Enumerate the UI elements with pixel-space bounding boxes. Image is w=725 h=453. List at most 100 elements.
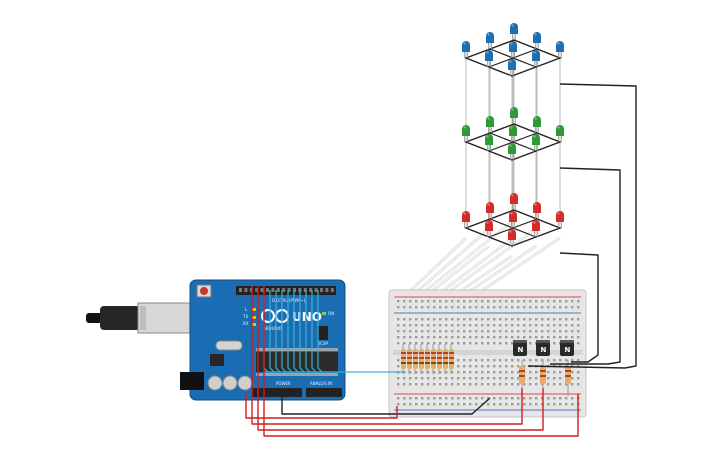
led[interactable] bbox=[508, 229, 516, 246]
breadboard-hole[interactable] bbox=[457, 300, 460, 303]
breadboard-hole[interactable] bbox=[535, 318, 538, 321]
resistor[interactable] bbox=[437, 344, 442, 374]
breadboard-hole[interactable] bbox=[505, 318, 508, 321]
breadboard-hole[interactable] bbox=[421, 383, 424, 386]
breadboard-hole[interactable] bbox=[457, 365, 460, 368]
led[interactable] bbox=[509, 125, 517, 142]
breadboard-hole[interactable] bbox=[427, 377, 430, 380]
breadboard-hole[interactable] bbox=[499, 300, 502, 303]
breadboard-hole[interactable] bbox=[409, 324, 412, 327]
breadboard-hole[interactable] bbox=[433, 397, 436, 400]
breadboard-hole[interactable] bbox=[577, 359, 580, 362]
breadboard-hole[interactable] bbox=[433, 342, 436, 345]
breadboard-hole[interactable] bbox=[397, 336, 400, 339]
breadboard-hole[interactable] bbox=[439, 306, 442, 309]
breadboard-hole[interactable] bbox=[421, 377, 424, 380]
breadboard-hole[interactable] bbox=[529, 371, 532, 374]
breadboard-hole[interactable] bbox=[481, 300, 484, 303]
breadboard-hole[interactable] bbox=[577, 324, 580, 327]
breadboard-hole[interactable] bbox=[403, 324, 406, 327]
breadboard-hole[interactable] bbox=[523, 336, 526, 339]
breadboard-hole[interactable] bbox=[415, 324, 418, 327]
breadboard-hole[interactable] bbox=[499, 403, 502, 406]
breadboard-hole[interactable] bbox=[397, 397, 400, 400]
breadboard-hole[interactable] bbox=[511, 377, 514, 380]
breadboard-hole[interactable] bbox=[577, 336, 580, 339]
breadboard-hole[interactable] bbox=[457, 397, 460, 400]
breadboard-hole[interactable] bbox=[403, 397, 406, 400]
breadboard-hole[interactable] bbox=[553, 306, 556, 309]
breadboard-hole[interactable] bbox=[493, 330, 496, 333]
breadboard-hole[interactable] bbox=[517, 383, 520, 386]
breadboard-hole[interactable] bbox=[415, 371, 418, 374]
breadboard-hole[interactable] bbox=[493, 306, 496, 309]
breadboard-hole[interactable] bbox=[535, 330, 538, 333]
breadboard-hole[interactable] bbox=[451, 342, 454, 345]
breadboard-hole[interactable] bbox=[445, 371, 448, 374]
breadboard-hole[interactable] bbox=[457, 330, 460, 333]
breadboard-hole[interactable] bbox=[553, 383, 556, 386]
breadboard-hole[interactable] bbox=[547, 300, 550, 303]
breadboard-hole[interactable] bbox=[541, 318, 544, 321]
breadboard-hole[interactable] bbox=[523, 403, 526, 406]
led[interactable] bbox=[462, 125, 470, 142]
breadboard-hole[interactable] bbox=[433, 336, 436, 339]
breadboard-hole[interactable] bbox=[553, 371, 556, 374]
breadboard-hole[interactable] bbox=[553, 377, 556, 380]
breadboard-hole[interactable] bbox=[511, 383, 514, 386]
breadboard-hole[interactable] bbox=[469, 371, 472, 374]
breadboard-hole[interactable] bbox=[487, 397, 490, 400]
breadboard-hole[interactable] bbox=[397, 300, 400, 303]
breadboard-hole[interactable] bbox=[547, 359, 550, 362]
breadboard-hole[interactable] bbox=[517, 377, 520, 380]
breadboard-hole[interactable] bbox=[541, 403, 544, 406]
breadboard-hole[interactable] bbox=[499, 342, 502, 345]
breadboard-hole[interactable] bbox=[481, 318, 484, 321]
breadboard-hole[interactable] bbox=[577, 371, 580, 374]
breadboard-hole[interactable] bbox=[559, 300, 562, 303]
breadboard-hole[interactable] bbox=[487, 342, 490, 345]
breadboard-hole[interactable] bbox=[559, 336, 562, 339]
breadboard-hole[interactable] bbox=[493, 383, 496, 386]
breadboard-hole[interactable] bbox=[571, 383, 574, 386]
breadboard-hole[interactable] bbox=[499, 397, 502, 400]
signal-wire[interactable] bbox=[317, 290, 323, 373]
breadboard-hole[interactable] bbox=[469, 359, 472, 362]
breadboard-hole[interactable] bbox=[445, 383, 448, 386]
breadboard-hole[interactable] bbox=[445, 306, 448, 309]
signal-wire[interactable] bbox=[269, 290, 275, 373]
breadboard-hole[interactable] bbox=[511, 365, 514, 368]
breadboard-hole[interactable] bbox=[421, 342, 424, 345]
npn-transistor[interactable]: N bbox=[560, 340, 574, 356]
breadboard-hole[interactable] bbox=[493, 336, 496, 339]
breadboard-hole[interactable] bbox=[493, 359, 496, 362]
resistor[interactable] bbox=[401, 344, 406, 374]
breadboard-hole[interactable] bbox=[427, 403, 430, 406]
power-wire[interactable] bbox=[263, 286, 579, 437]
breadboard-hole[interactable] bbox=[517, 330, 520, 333]
breadboard-hole[interactable] bbox=[493, 397, 496, 400]
breadboard-hole[interactable] bbox=[493, 324, 496, 327]
breadboard-hole[interactable] bbox=[571, 306, 574, 309]
breadboard-hole[interactable] bbox=[457, 383, 460, 386]
breadboard-hole[interactable] bbox=[505, 397, 508, 400]
breadboard-hole[interactable] bbox=[421, 371, 424, 374]
breadboard-hole[interactable] bbox=[415, 403, 418, 406]
breadboard-hole[interactable] bbox=[481, 324, 484, 327]
led[interactable] bbox=[556, 41, 564, 58]
breadboard-hole[interactable] bbox=[517, 397, 520, 400]
breadboard-hole[interactable] bbox=[439, 403, 442, 406]
breadboard-hole[interactable] bbox=[541, 330, 544, 333]
breadboard-hole[interactable] bbox=[421, 403, 424, 406]
breadboard-hole[interactable] bbox=[475, 300, 478, 303]
breadboard-hole[interactable] bbox=[559, 383, 562, 386]
led-cube[interactable] bbox=[462, 23, 564, 247]
breadboard-hole[interactable] bbox=[463, 397, 466, 400]
resistor[interactable] bbox=[407, 344, 412, 374]
header-pin[interactable] bbox=[276, 288, 280, 292]
breadboard-hole[interactable] bbox=[481, 336, 484, 339]
breadboard-hole[interactable] bbox=[463, 403, 466, 406]
breadboard-hole[interactable] bbox=[451, 318, 454, 321]
breadboard-hole[interactable] bbox=[403, 342, 406, 345]
breadboard-hole[interactable] bbox=[409, 377, 412, 380]
